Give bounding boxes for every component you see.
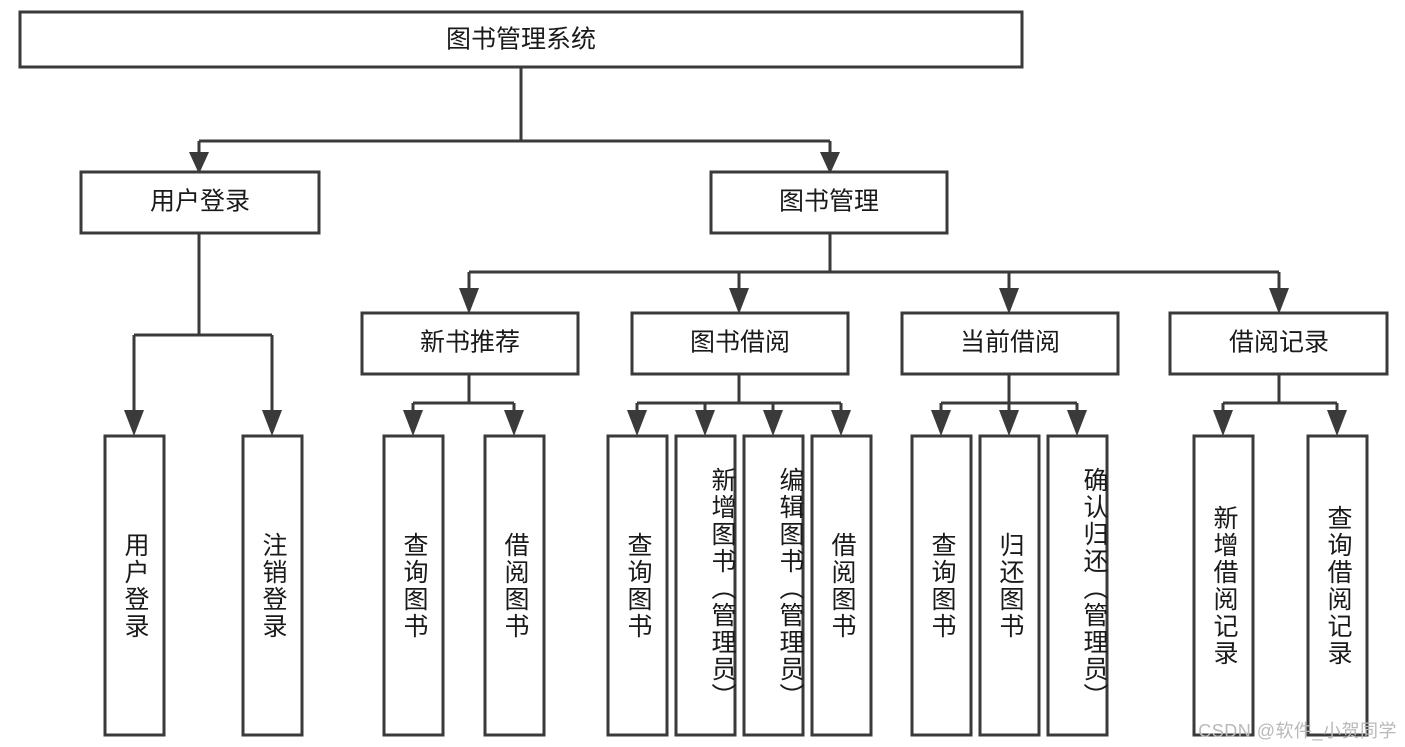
leaf-box-current-borrow-2[interactable] — [1046, 434, 1109, 737]
leaf-box-book-borrow-1[interactable] — [674, 434, 737, 737]
node-book-borrow-box[interactable] — [630, 311, 850, 376]
leaf-box-book-borrow-3[interactable] — [810, 434, 873, 737]
node-book-management[interactable]: 图书管理 — [709, 170, 949, 235]
node-borrow-record[interactable]: 借阅记录 — [1168, 311, 1389, 376]
node-user-login-box[interactable] — [79, 170, 321, 235]
arrow-head-userlogin-leaf-0 — [124, 410, 144, 436]
arrow-head-bookborrow-leaf-2 — [763, 410, 783, 436]
arrow-head-newbook-leaf-1 — [504, 410, 524, 436]
node-book-borrow-label: 图书借阅 — [690, 329, 790, 357]
leaf-box-current-borrow-1[interactable] — [978, 434, 1041, 737]
arrow-head-book-mgmt — [820, 152, 840, 174]
arrow-head-borrowrecord-leaf-0 — [1213, 410, 1233, 436]
leaf-box-user-login-1[interactable] — [241, 434, 304, 737]
node-user-login-label: 用户登录 — [150, 188, 250, 216]
arrow-head-bookborrow-leaf-1 — [695, 410, 715, 436]
node-root[interactable]: 图书管理系统 — [18, 10, 1024, 69]
leaf-box-book-borrow-2[interactable] — [742, 434, 805, 737]
leaf-box-borrow-record-0[interactable] — [1192, 434, 1255, 737]
arrow-head-currentborrow-leaf-1 — [999, 410, 1019, 436]
leaf-box-book-borrow-0[interactable] — [606, 434, 669, 737]
node-book-management-box[interactable] — [709, 170, 949, 235]
node-borrow-record-label: 借阅记录 — [1229, 329, 1329, 357]
watermark-text: CSDN @软件_小贺同学 — [1198, 721, 1397, 741]
node-new-book-recommend-label: 新书推荐 — [420, 329, 520, 357]
node-new-book-recommend[interactable]: 新书推荐 — [360, 311, 580, 376]
arrow-head-currentborrow-leaf-0 — [931, 410, 951, 436]
node-current-borrow-label: 当前借阅 — [960, 329, 1060, 357]
arrow-head-bookborrow — [729, 288, 749, 314]
leaf-box-current-borrow-0[interactable] — [910, 434, 973, 737]
node-root-box[interactable] — [18, 10, 1024, 69]
node-current-borrow-box[interactable] — [900, 311, 1120, 376]
arrow-head-newbook-leaf-0 — [403, 410, 423, 436]
arrow-head-bookborrow-leaf-0 — [627, 410, 647, 436]
leaf-box-new-book-1[interactable] — [483, 434, 546, 737]
arrow-head-bookborrow-leaf-3 — [831, 410, 851, 436]
arrow-head-currentborrow-leaf-2 — [1067, 410, 1087, 436]
arrow-head-newbook — [459, 288, 479, 314]
node-current-borrow[interactable]: 当前借阅 — [900, 311, 1120, 376]
connector-layer — [124, 67, 1347, 436]
node-new-book-recommend-box[interactable] — [360, 311, 580, 376]
arrow-head-borrowrecord-leaf-1 — [1327, 410, 1347, 436]
leaf-box-new-book-0[interactable] — [382, 434, 445, 737]
arrow-head-borrowrecord — [1269, 288, 1289, 314]
arrow-head-user-login — [189, 152, 209, 174]
arrow-head-userlogin-leaf-1 — [262, 410, 282, 436]
node-book-management-label: 图书管理 — [779, 188, 879, 216]
leaf-box-borrow-record-1[interactable] — [1306, 434, 1369, 737]
node-borrow-record-box[interactable] — [1168, 311, 1389, 376]
node-root-label: 图书管理系统 — [446, 26, 596, 54]
leaf-box-user-login-0[interactable] — [103, 434, 166, 737]
node-user-login[interactable]: 用户登录 — [79, 170, 321, 235]
arrow-head-currentborrow — [999, 288, 1019, 314]
node-book-borrow[interactable]: 图书借阅 — [630, 311, 850, 376]
